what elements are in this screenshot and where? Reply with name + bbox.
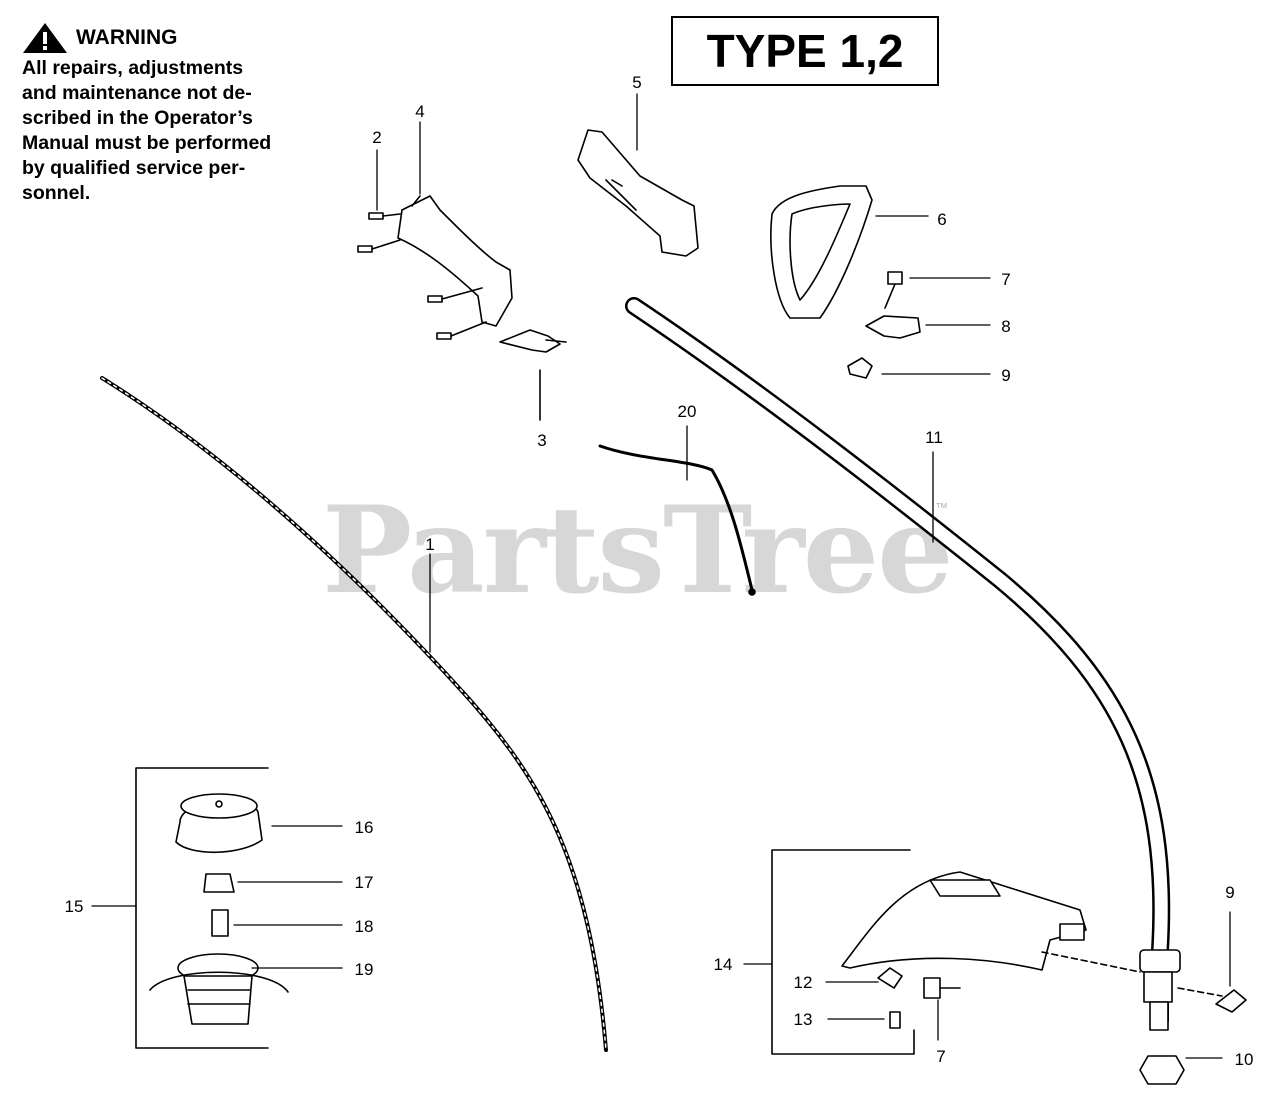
- clamp-hardware: [847, 271, 921, 379]
- type-label: TYPE 1,2: [706, 25, 904, 77]
- callout-10: 10: [1235, 1050, 1254, 1069]
- watermark-trademark: ™: [935, 500, 948, 515]
- callout-14: 14: [714, 955, 733, 974]
- warning-line: All repairs, adjustments: [22, 57, 244, 79]
- trimmer-head-assembly: [135, 767, 289, 1049]
- callout-20: 20: [678, 402, 697, 421]
- callout-7-lower: 7: [936, 1047, 945, 1066]
- callout-11: 11: [925, 428, 943, 447]
- handle-grip: [357, 195, 513, 340]
- callout-16: 16: [355, 818, 374, 837]
- warning-triangle-icon: [23, 23, 67, 53]
- leader-lines: [91, 93, 1231, 1059]
- callout-12: 12: [794, 973, 813, 992]
- callout-3: 3: [537, 431, 546, 450]
- callout-2: 2: [372, 128, 381, 147]
- handle-top: [577, 129, 699, 257]
- callout-18: 18: [355, 917, 374, 936]
- warning-block: WARNING All repairs, adjustments and mai…: [22, 22, 318, 206]
- callout-19: 19: [355, 960, 374, 979]
- guard-assembly: [771, 849, 1247, 1085]
- throttle-trigger: [499, 329, 567, 421]
- type-label-box: TYPE 1,2: [671, 16, 939, 86]
- callout-8: 8: [1001, 317, 1010, 336]
- callout-labels: 1 2 3 4 5 6 7 7 8 9 9 10 11 12 13 14 15 …: [65, 73, 1254, 1069]
- callout-13: 13: [794, 1010, 813, 1029]
- callout-17: 17: [355, 873, 374, 892]
- warning-line: by qualified service per-: [22, 157, 246, 179]
- warning-text: All repairs, adjustments and maintenance…: [22, 56, 318, 206]
- warning-line: Manual must be performed: [22, 132, 272, 154]
- warning-line: and maintenance not de-: [22, 82, 252, 104]
- warning-line: scribed in the Operator’s: [22, 107, 253, 129]
- callout-1: 1: [425, 535, 434, 554]
- callout-5: 5: [632, 73, 641, 92]
- drive-shaft: [100, 376, 608, 1052]
- callout-7-upper: 7: [1001, 270, 1010, 289]
- d-handle: [770, 185, 873, 319]
- warning-title-row: WARNING: [22, 22, 318, 54]
- callout-9-lower: 9: [1225, 883, 1234, 902]
- callout-6: 6: [937, 210, 946, 229]
- callout-15: 15: [65, 897, 84, 916]
- callout-4: 4: [415, 102, 424, 121]
- callout-9-upper: 9: [1001, 366, 1010, 385]
- throttle-cable: [598, 444, 756, 596]
- warning-line: sonnel.: [22, 182, 91, 204]
- drive-tube: [625, 297, 1181, 1031]
- warning-title: WARNING: [76, 26, 178, 49]
